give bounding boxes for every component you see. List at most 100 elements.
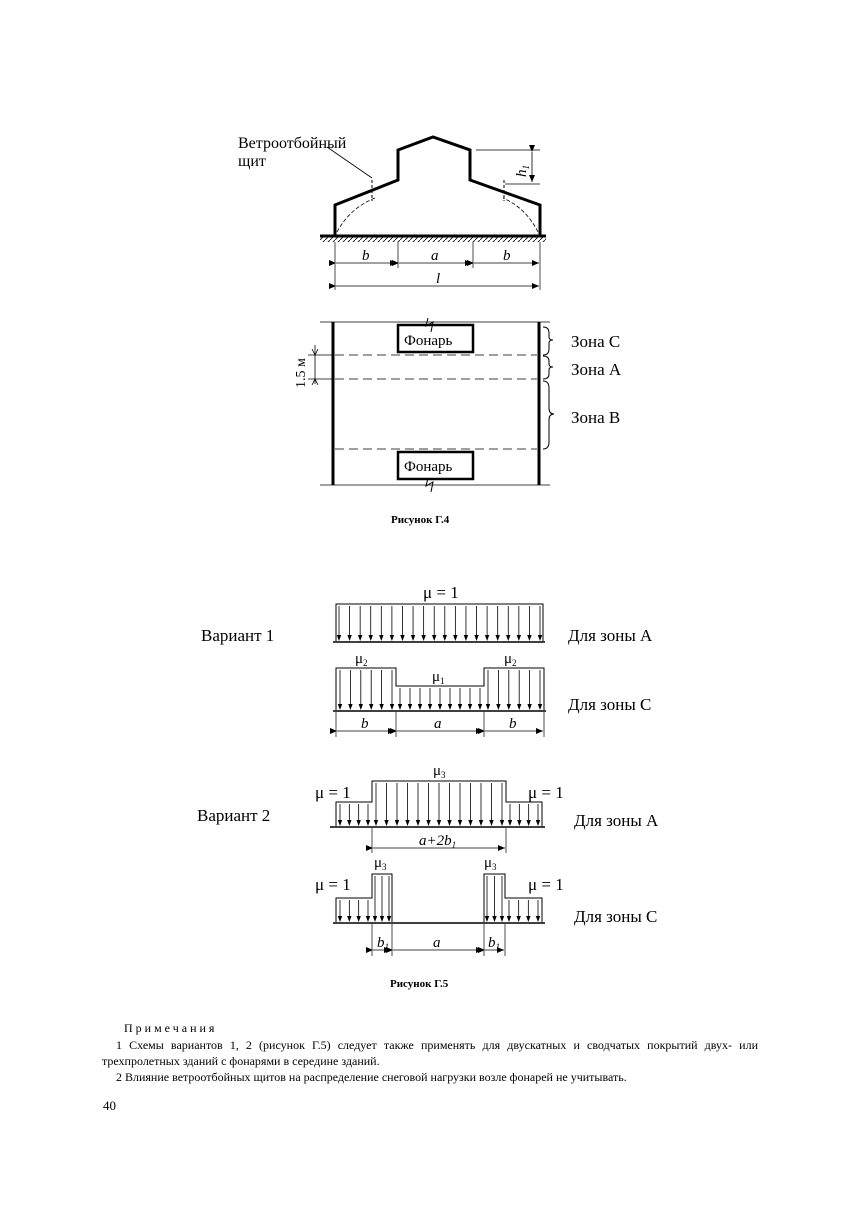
- load-arrow-head: [506, 635, 511, 641]
- v2c-load-outline-right: [483, 873, 543, 922]
- load-arrow-head: [427, 704, 433, 710]
- notes-block: Примечания 1 Схемы вариантов 1, 2 (рисун…: [102, 1020, 758, 1085]
- load-arrow-head: [384, 820, 389, 826]
- load-arrow-head: [347, 635, 352, 641]
- v1c-mu2-left: μ2: [355, 651, 368, 668]
- load-arrow-head: [415, 820, 421, 826]
- load-arrow-head: [421, 635, 426, 641]
- load-arrow-head: [506, 704, 511, 710]
- v2c-mu1-left: μ = 1: [315, 875, 351, 894]
- v2c-dim-a-label: a: [433, 935, 441, 951]
- snow-drift-right: [502, 197, 539, 233]
- load-arrow-head: [337, 820, 343, 826]
- load-arrow-head: [535, 916, 541, 922]
- load-arrow-head: [386, 916, 392, 922]
- load-arrow-head: [492, 916, 497, 922]
- load-arrow-head: [426, 820, 431, 826]
- lantern-bottom-break: [425, 477, 434, 493]
- figure-g5: Вариант 1 Вариант 2 μ = 1 Для зоны А μ2 …: [197, 583, 659, 990]
- snow-drift-left: [336, 197, 376, 233]
- notes-title: Примечания: [124, 1021, 218, 1035]
- load-arrow-head: [372, 916, 378, 922]
- load-arrow-head: [485, 704, 491, 710]
- load-arrow-head: [357, 635, 363, 641]
- load-arrow-head: [527, 635, 532, 641]
- v1a-mu-label: μ = 1: [423, 583, 459, 602]
- lantern-bottom: [396, 450, 475, 481]
- variant2-label: Вариант 2: [197, 806, 270, 825]
- load-arrow-head: [442, 635, 447, 641]
- figure-g4-plan: Фонарь Фонарь 1.5 м Зона С Зона А Зона В…: [294, 317, 622, 526]
- load-arrow-head: [499, 916, 505, 922]
- load-arrow-head: [379, 704, 384, 710]
- zone-a-label: Зона А: [571, 360, 622, 379]
- load-arrow-head: [467, 704, 473, 710]
- load-arrow-head: [337, 704, 343, 710]
- load-arrow-head: [474, 635, 479, 641]
- load-arrow-head: [537, 635, 543, 641]
- v1a-load-arrows: [336, 606, 543, 641]
- load-arrow-head: [379, 916, 385, 922]
- load-arrow-head: [347, 916, 352, 922]
- load-arrow-head: [453, 635, 458, 641]
- load-arrow-head: [410, 635, 416, 641]
- load-arrow-head: [417, 704, 423, 710]
- v1c-zone-label: Для зоны С: [568, 695, 651, 714]
- ground-hatch: [320, 236, 546, 242]
- v2c-load-arrows: [337, 876, 541, 922]
- load-arrow-head: [516, 635, 522, 641]
- lantern-top-label: Фонарь: [404, 333, 453, 349]
- load-arrow-head: [489, 820, 494, 826]
- figure-g5-caption: Рисунок Г.5: [390, 978, 449, 990]
- building-outline: [333, 135, 542, 236]
- zone-c-label: Зона С: [571, 332, 620, 351]
- load-arrow-head: [405, 820, 410, 826]
- load-arrow-head: [369, 704, 374, 710]
- load-arrow-head: [368, 635, 373, 641]
- v2c-mu3-right: μ3: [484, 855, 497, 872]
- load-arrow-head: [356, 916, 361, 922]
- lantern-top-break: [425, 317, 434, 333]
- load-arrow-head: [484, 635, 490, 641]
- load-arrow-head: [457, 820, 463, 826]
- v2a-load-arrows: [337, 783, 541, 826]
- v1c-mu1: μ1: [432, 669, 445, 686]
- load-arrow-head: [478, 820, 484, 826]
- v1-dim-b-right-label: b: [509, 716, 517, 732]
- wind-shield-label-line1: Ветроотбойный: [238, 135, 347, 152]
- v2a-mu3: μ3: [433, 763, 446, 780]
- wind-shield-label-line2: щит: [238, 153, 266, 170]
- lantern-top: [396, 323, 475, 354]
- load-arrow-head: [477, 704, 483, 710]
- load-arrow-head: [517, 704, 522, 710]
- load-arrow-head: [348, 704, 353, 710]
- page-number: 40: [103, 1098, 116, 1113]
- load-arrow-head: [365, 820, 371, 826]
- load-arrow-head: [506, 916, 512, 922]
- load-arrow-head: [365, 916, 371, 922]
- v2c-mu3-left: μ3: [374, 855, 387, 872]
- v1a-zone-label: Для зоны А: [568, 626, 653, 645]
- v2c-mu1-right: μ = 1: [528, 875, 564, 894]
- load-arrow-head: [358, 704, 363, 710]
- load-arrow-head: [507, 820, 513, 826]
- load-arrow-head: [496, 704, 501, 710]
- brace-zone-c: [542, 326, 554, 356]
- dim-b-right-label: b: [503, 248, 511, 264]
- v2a-dim-a2b1-label: a+2b1: [419, 833, 456, 850]
- load-arrow-head: [407, 704, 413, 710]
- dim-l-label: l: [436, 271, 440, 287]
- brace-zone-b: [542, 380, 555, 450]
- load-arrow-head: [463, 635, 469, 641]
- figure-g4-caption: Рисунок Г.4: [391, 514, 450, 526]
- load-arrow-head: [337, 916, 343, 922]
- note-item-2: 2 Влияние ветроотбойных щитов на распред…: [116, 1070, 627, 1084]
- h1-label: h1: [514, 165, 531, 177]
- load-arrow-head: [400, 635, 405, 641]
- load-arrow-head: [484, 916, 490, 922]
- v1c-load-arrows: [337, 670, 543, 710]
- load-arrow-head: [436, 820, 442, 826]
- brace-zone-a: [542, 355, 554, 380]
- load-arrow-head: [379, 635, 384, 641]
- load-arrow-head: [526, 820, 531, 826]
